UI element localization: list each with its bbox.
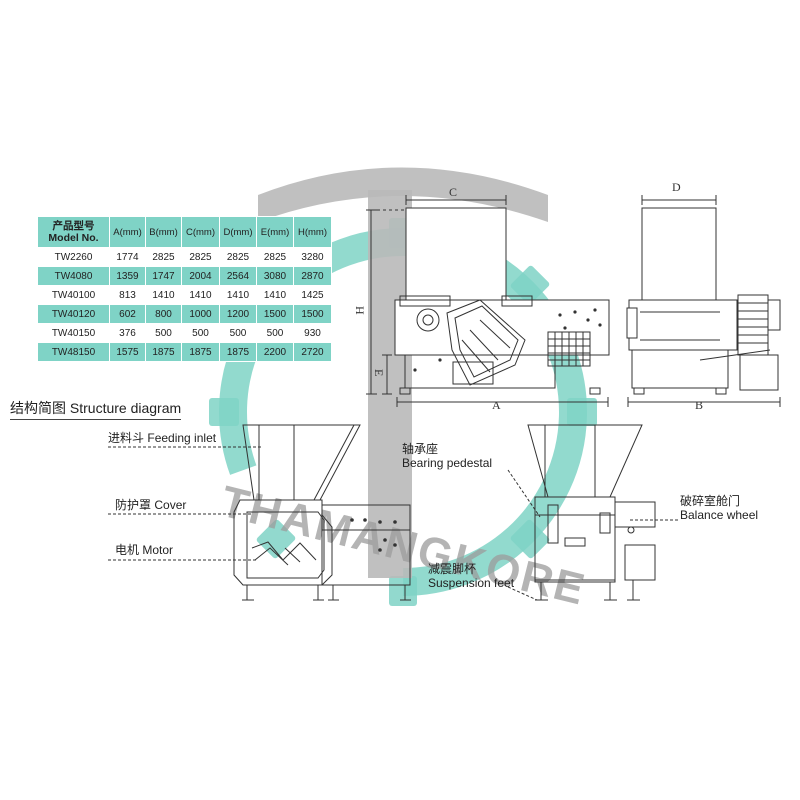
callout-balance-wheel: 破碎室舱门 Balance wheel — [680, 494, 758, 522]
spec-table-header-row: 产品型号 Model No.A(mm)B(mm)C(mm)D(mm)E(mm)H… — [37, 216, 332, 248]
callout-cn: 减震脚杯 — [428, 562, 477, 576]
value-cell: 1875 — [219, 342, 257, 362]
leader-bearing-pedestal — [507, 469, 541, 518]
model-cell: TW4080 — [37, 266, 110, 286]
callout-bearing-pedestal: 轴承座 Bearing pedestal — [402, 442, 492, 470]
leader-suspension-feet — [507, 586, 538, 601]
callout-motor: 电机 Motor — [115, 543, 173, 557]
value-cell: 2825 — [219, 247, 257, 267]
callout-cn: 破碎室舱门 — [680, 494, 741, 508]
spec-table: 产品型号 Model No.A(mm)B(mm)C(mm)D(mm)E(mm)H… — [37, 216, 332, 362]
value-cell: 2825 — [145, 247, 182, 267]
structure-diagram-title: 结构简图 Structure diagram — [10, 398, 182, 420]
value-cell: 1410 — [145, 285, 182, 305]
dim-label-h: H — [353, 306, 367, 315]
dim-label-e: E — [372, 369, 386, 376]
structure-side-view — [527, 424, 656, 601]
model-cell: TW48150 — [37, 342, 110, 362]
callout-cn: 轴承座 — [402, 442, 439, 456]
value-cell: 2870 — [293, 266, 332, 286]
callout-cn: 防护罩 — [115, 498, 152, 512]
callout-en: Feeding inlet — [147, 431, 217, 445]
screen-grid — [547, 331, 591, 367]
header-model-no: 产品型号 Model No. — [37, 216, 110, 248]
header-col-4: D(mm) — [219, 216, 257, 248]
value-cell: 1500 — [293, 304, 332, 324]
callout-en: Cover — [154, 498, 187, 512]
callout-feeding-inlet-text: 进料斗 Feeding inlet — [108, 431, 216, 445]
dim-label-d: D — [672, 180, 681, 194]
value-cell: 1575 — [109, 342, 146, 362]
callout-en: Suspension feet — [428, 576, 515, 590]
value-cell: 2200 — [256, 342, 294, 362]
value-cell: 1410 — [219, 285, 257, 305]
value-cell: 930 — [293, 323, 332, 343]
callout-en: Balance wheel — [680, 508, 759, 522]
model-cell: TW2260 — [37, 247, 110, 267]
callout-cover: 防护罩 Cover — [115, 498, 186, 512]
header-col-3: C(mm) — [181, 216, 220, 248]
callout-feeding-inlet: 进料斗 Feeding inlet — [108, 431, 216, 445]
value-cell: 1425 — [293, 285, 332, 305]
model-cell: TW40150 — [37, 323, 110, 343]
value-cell: 813 — [109, 285, 146, 305]
value-cell: 2825 — [181, 247, 220, 267]
value-cell: 1500 — [256, 304, 294, 324]
header-col-6: H(mm) — [293, 216, 332, 248]
value-cell: 500 — [256, 323, 294, 343]
header-col-2: B(mm) — [145, 216, 182, 248]
callout-en: Bearing pedestal — [402, 456, 493, 470]
callout-suspension-feet: 减震脚杯 Suspension feet — [428, 562, 514, 590]
value-cell: 2720 — [293, 342, 332, 362]
dim-label-a: A — [492, 398, 501, 412]
front-view-drawing — [366, 195, 610, 407]
callout-cn: 电机 — [115, 543, 140, 557]
value-cell: 500 — [181, 323, 220, 343]
side-view-drawing — [626, 195, 781, 407]
dim-label-b: B — [695, 398, 703, 412]
value-cell: 2825 — [256, 247, 294, 267]
callout-cn: 进料斗 — [108, 431, 145, 445]
dim-label-c: C — [449, 185, 457, 199]
callout-en: Motor — [142, 543, 174, 557]
value-cell: 1410 — [181, 285, 220, 305]
value-cell: 1747 — [145, 266, 182, 286]
value-cell: 1200 — [219, 304, 257, 324]
structure-front-view — [233, 424, 411, 601]
